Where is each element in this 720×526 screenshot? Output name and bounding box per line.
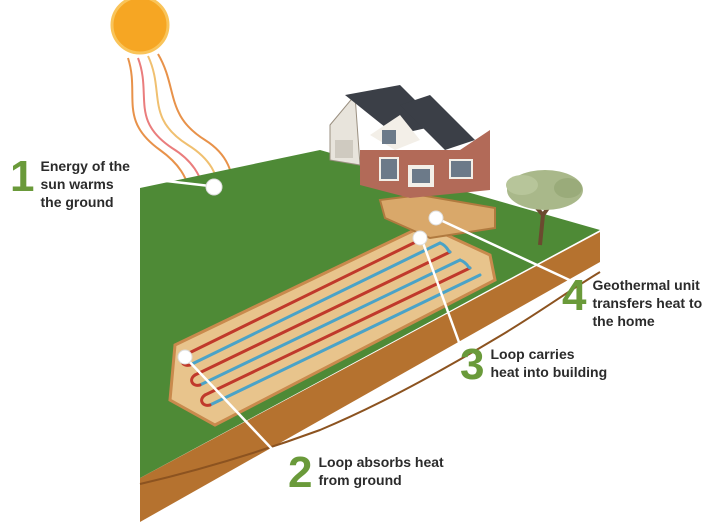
- callout-leader-lines: [139, 176, 579, 469]
- callout-2-text: Loop absorbs heat from ground: [318, 453, 443, 489]
- callout-4-line-1: Geothermal unit: [592, 277, 700, 293]
- callout-4-text: Geothermal unit transfers heat to the ho…: [592, 276, 702, 330]
- callout-1-line-1: Energy of the: [40, 158, 130, 174]
- callout-4-line-2: transfers heat to: [592, 295, 703, 311]
- callout-3-number: 3: [460, 340, 485, 389]
- soil-cross-section: [139, 232, 601, 522]
- callout-2-line-2: from ground: [318, 472, 402, 488]
- callout-3-line-1: Loop carries: [490, 346, 575, 362]
- callout-3-line-2: heat into building: [490, 364, 608, 380]
- callout-2-number: 2: [288, 448, 313, 497]
- callout-4-number: 4: [562, 271, 587, 320]
- callout-2-line-1: Loop absorbs heat: [318, 454, 444, 470]
- callout-3: 3 Loop carries heat into building: [460, 340, 607, 389]
- sun-icon: [110, 0, 170, 55]
- callout-1-number: 1: [10, 152, 35, 201]
- callout-2: 2 Loop absorbs heat from ground: [288, 448, 444, 497]
- callout-1-text: Energy of the sun warms the ground: [40, 157, 129, 211]
- callout-1-line-2: sun warms: [40, 176, 114, 192]
- callout-4: 4 Geothermal unit transfers heat to the …: [562, 271, 702, 330]
- callout-1: 1 Energy of the sun warms the ground: [10, 152, 130, 211]
- callout-1-line-3: the ground: [40, 194, 114, 210]
- callout-4-line-3: the home: [592, 313, 655, 329]
- callout-3-text: Loop carries heat into building: [490, 345, 607, 381]
- tree-icon: [506, 170, 583, 246]
- house-icon: [329, 85, 490, 198]
- callout-dots: [177, 178, 444, 365]
